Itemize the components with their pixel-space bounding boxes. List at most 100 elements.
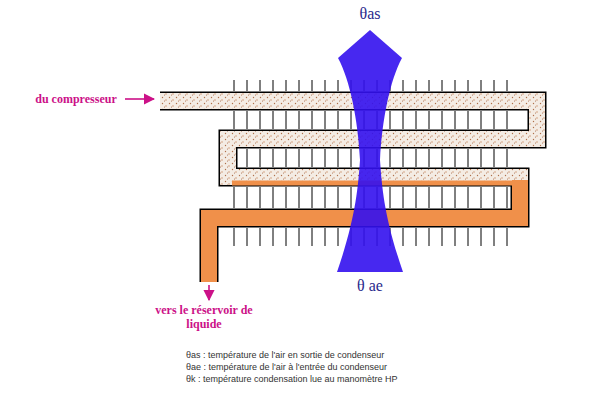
fin xyxy=(455,111,456,129)
fin xyxy=(260,228,261,246)
outlet-arrow xyxy=(208,285,210,300)
fin xyxy=(286,80,287,91)
fin xyxy=(507,228,508,246)
fin xyxy=(299,228,300,246)
fin xyxy=(312,187,313,208)
fin xyxy=(481,187,482,208)
fin xyxy=(286,228,287,246)
fin xyxy=(507,149,508,167)
fin xyxy=(286,187,287,208)
fin xyxy=(286,111,287,129)
fin xyxy=(455,80,456,91)
fin xyxy=(299,149,300,167)
fin xyxy=(312,80,313,91)
fin xyxy=(403,80,404,91)
fin xyxy=(429,111,430,129)
fin xyxy=(416,149,417,167)
fin xyxy=(507,111,508,129)
air-inlet-temperature: θ ae xyxy=(335,276,405,295)
fin xyxy=(481,228,482,246)
fin xyxy=(260,80,261,91)
air-flow-arrow xyxy=(337,30,403,272)
fin xyxy=(390,111,391,129)
fin xyxy=(429,149,430,167)
legend-note: θk : température condensation lue au man… xyxy=(186,374,486,385)
legend-note: θae : température de l'air à l'entrée du… xyxy=(186,362,486,373)
fin xyxy=(325,80,326,91)
fin xyxy=(442,187,443,208)
fin xyxy=(234,228,235,246)
fin xyxy=(299,111,300,129)
fin xyxy=(494,80,495,91)
fin xyxy=(351,187,352,208)
fin xyxy=(468,80,469,91)
fin xyxy=(325,111,326,129)
fin xyxy=(390,187,391,208)
fin xyxy=(260,149,261,167)
fin xyxy=(429,228,430,246)
air-outlet-temperature: θas xyxy=(340,4,400,23)
fin xyxy=(325,187,326,208)
fin xyxy=(273,149,274,167)
fin xyxy=(494,187,495,208)
fin xyxy=(481,149,482,167)
fin xyxy=(273,228,274,246)
fin xyxy=(247,149,248,167)
legend-note: θas : température de l'air en sortie de … xyxy=(186,350,486,361)
fin xyxy=(260,111,261,129)
fin xyxy=(429,187,430,208)
fin xyxy=(494,228,495,246)
fin xyxy=(338,187,339,208)
fin xyxy=(455,228,456,246)
fin xyxy=(390,149,391,167)
fin xyxy=(416,111,417,129)
fin xyxy=(403,187,404,208)
fin xyxy=(481,80,482,91)
fin xyxy=(325,228,326,246)
fin xyxy=(273,80,274,91)
fin xyxy=(299,187,300,208)
fin xyxy=(468,111,469,129)
fin xyxy=(416,80,417,91)
fin xyxy=(494,149,495,167)
fin xyxy=(312,149,313,167)
inlet-arrow xyxy=(125,98,154,100)
fin xyxy=(247,80,248,91)
fin xyxy=(286,149,287,167)
fin xyxy=(468,228,469,246)
fin xyxy=(338,80,339,91)
fin xyxy=(403,149,404,167)
fin xyxy=(429,80,430,91)
fin xyxy=(455,149,456,167)
fin xyxy=(234,111,235,129)
fin xyxy=(312,111,313,129)
fin xyxy=(416,187,417,208)
fin xyxy=(338,111,339,129)
fin xyxy=(481,111,482,129)
fin xyxy=(260,187,261,208)
fin xyxy=(442,149,443,167)
fin xyxy=(325,149,326,167)
fin xyxy=(442,80,443,91)
fin xyxy=(234,187,235,208)
fin xyxy=(247,111,248,129)
fin xyxy=(247,228,248,246)
fin xyxy=(273,187,274,208)
fin xyxy=(338,228,339,246)
fin xyxy=(507,80,508,91)
fin xyxy=(455,187,456,208)
outlet-label: vers le réservoir de liquide xyxy=(140,303,268,332)
fin xyxy=(273,111,274,129)
fin xyxy=(234,80,235,91)
fin xyxy=(299,80,300,91)
fin xyxy=(312,228,313,246)
fin xyxy=(442,228,443,246)
inlet-label: du compresseur xyxy=(30,92,122,106)
fin xyxy=(468,149,469,167)
fin xyxy=(403,228,404,246)
fin xyxy=(507,187,508,208)
fin xyxy=(442,111,443,129)
fin xyxy=(494,111,495,129)
